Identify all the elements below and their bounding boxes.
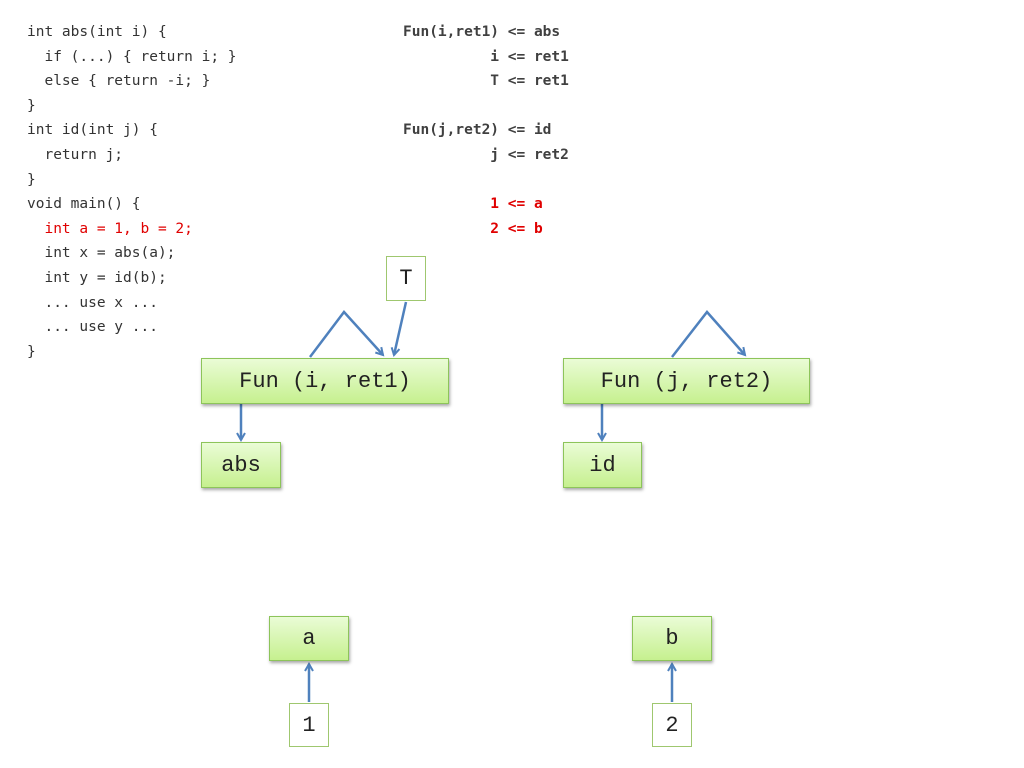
- constraint-line: Fun(i,ret1) <= abs: [403, 24, 561, 40]
- constraint-line: j <= ret2: [403, 146, 569, 163]
- edge-j-to-ret2: [671, 310, 745, 358]
- node-T: T: [386, 256, 426, 301]
- code-line: int y = id(b);: [27, 269, 167, 286]
- code-line: return j;: [27, 146, 124, 163]
- node-b: b: [632, 616, 712, 661]
- code-listing: int abs(int i) { if (...) { return i; } …: [27, 20, 237, 364]
- edge-i-to-ret1: [309, 310, 383, 358]
- constraint-list: Fun(i,ret1) <= abs i <= ret1 T <= ret1 F…: [403, 20, 569, 241]
- constraint-line-highlighted: 2 <= b: [403, 220, 543, 237]
- node-id: id: [563, 442, 642, 488]
- code-line: int x = abs(a);: [27, 245, 176, 262]
- code-line: if (...) { return i; }: [27, 48, 237, 65]
- node-a: a: [269, 616, 349, 661]
- constraint-line-highlighted: 1 <= a: [403, 196, 543, 213]
- constraint-line: T <= ret1: [403, 73, 569, 90]
- code-line: }: [27, 97, 36, 114]
- code-line: }: [27, 343, 36, 360]
- code-line-highlighted: int a = 1, b = 2;: [27, 220, 193, 237]
- node-abs: abs: [201, 442, 281, 488]
- node-2: 2: [652, 703, 692, 747]
- node-1: 1: [289, 703, 329, 747]
- code-line: else { return -i; }: [27, 73, 211, 90]
- code-line: }: [27, 171, 36, 188]
- constraint-line: i <= ret1: [403, 48, 569, 65]
- code-line: void main() {: [27, 196, 141, 213]
- code-line: ... use y ...: [27, 319, 158, 336]
- node-fun-j-ret2: Fun (j, ret2): [563, 358, 810, 404]
- code-line: int id(int j) {: [27, 122, 158, 139]
- edge-T-to-ret1: [394, 301, 408, 355]
- constraint-line: Fun(j,ret2) <= id: [403, 122, 552, 139]
- code-line: int abs(int i) {: [27, 24, 167, 40]
- node-fun-i-ret1: Fun (i, ret1): [201, 358, 449, 404]
- code-line: ... use x ...: [27, 294, 158, 311]
